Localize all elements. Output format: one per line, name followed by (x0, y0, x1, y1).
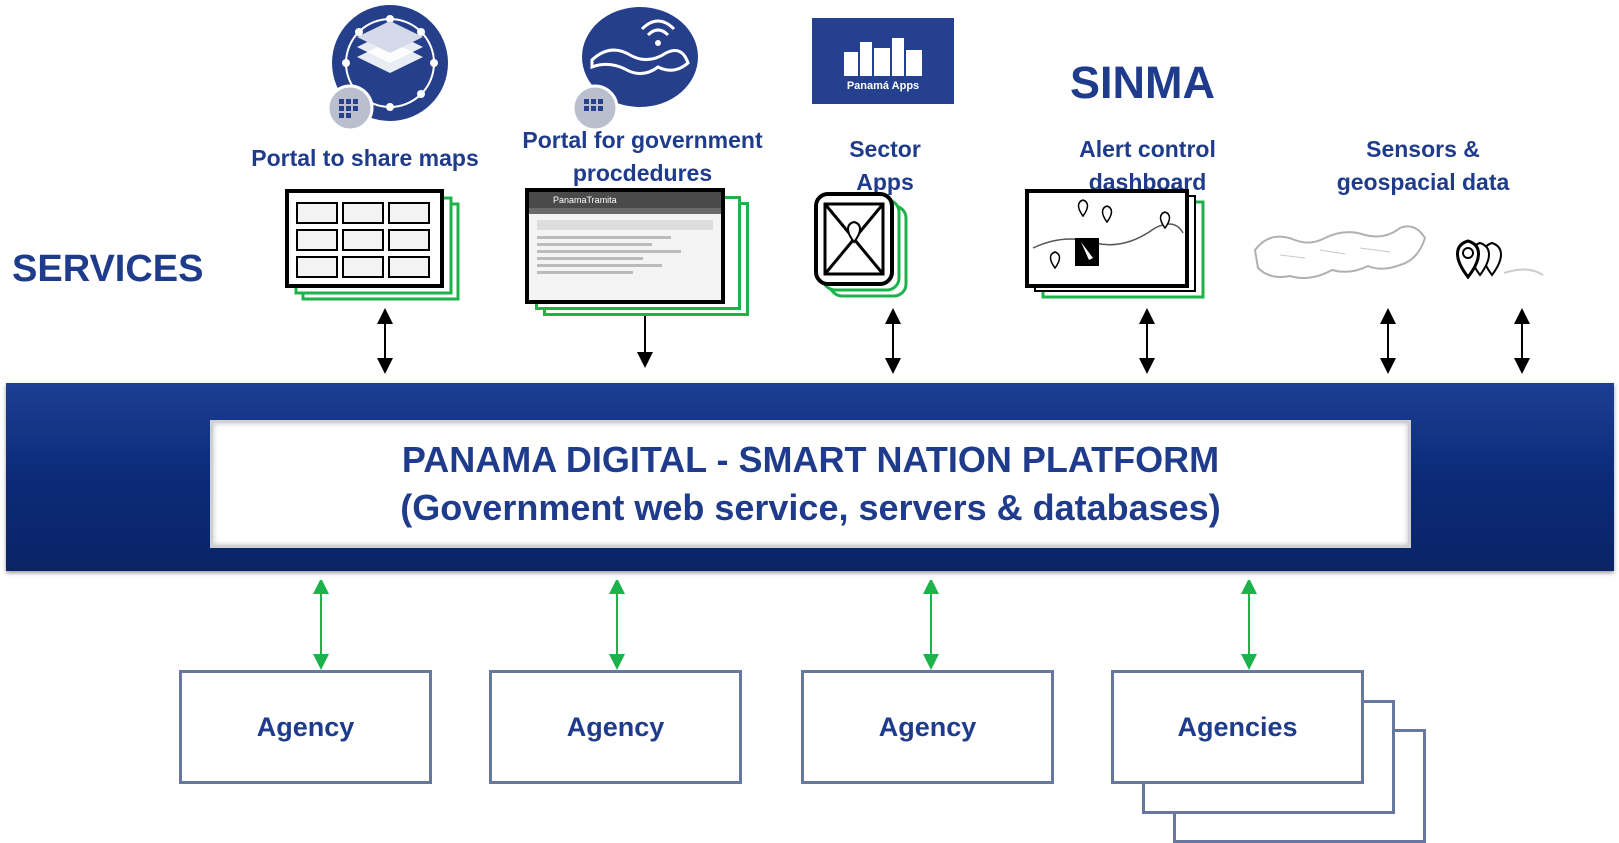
service-connectors (377, 308, 1530, 374)
panama-map-outline (1253, 225, 1427, 279)
portal-header: PanamaTramita (529, 192, 721, 208)
agency-box-1: Agency (179, 670, 432, 784)
agency-connectors (313, 580, 1257, 670)
platform-title: PANAMA DIGITAL - SMART NATION PLATFORM (401, 439, 1220, 480)
alert-map-icon (1025, 189, 1205, 299)
service-label-apps-line2: Apps (856, 169, 914, 195)
platform-title-box: PANAMA DIGITAL - SMART NATION PLATFORM (… (210, 420, 1411, 548)
agency-box-2: Agency (489, 670, 742, 784)
panama-apps-logo: Panamá Apps (812, 18, 954, 104)
service-label-procedures-line2: procdedures (572, 160, 713, 186)
city-buildings-icon (844, 38, 922, 76)
panama-apps-text: Panamá Apps (846, 80, 920, 92)
panama-wifi-icon (571, 7, 698, 132)
map-grid-icon (285, 189, 460, 301)
service-label-sensors: Sensors & geospacial data (1318, 133, 1528, 199)
service-label-alerts-line1: Alert control (1079, 136, 1216, 162)
service-label-apps: Sector Apps (820, 133, 950, 199)
service-label-sensors-line2: geospacial data (1336, 169, 1510, 195)
service-label-apps-line1: Sector (849, 136, 921, 162)
service-label-procedures: Portal for government procdedures (495, 124, 790, 190)
sinma-label: SINMA (1070, 57, 1215, 108)
phone-map-icon (814, 192, 908, 298)
service-label-procedures-line1: Portal for government (522, 127, 763, 153)
services-label: SERVICES (12, 248, 204, 290)
service-label-maps: Portal to share maps (251, 145, 479, 171)
agency-box-3: Agency (801, 670, 1054, 784)
platform-subtitle: (Government web service, servers & datab… (400, 487, 1221, 528)
web-portal-screenshot: PanamaTramita (525, 188, 749, 316)
agencies-box: Agencies (1111, 670, 1364, 784)
location-pins-icon (1456, 239, 1544, 280)
service-label-sensors-line1: Sensors & (1366, 136, 1480, 162)
map-layers-icon (326, 5, 448, 132)
